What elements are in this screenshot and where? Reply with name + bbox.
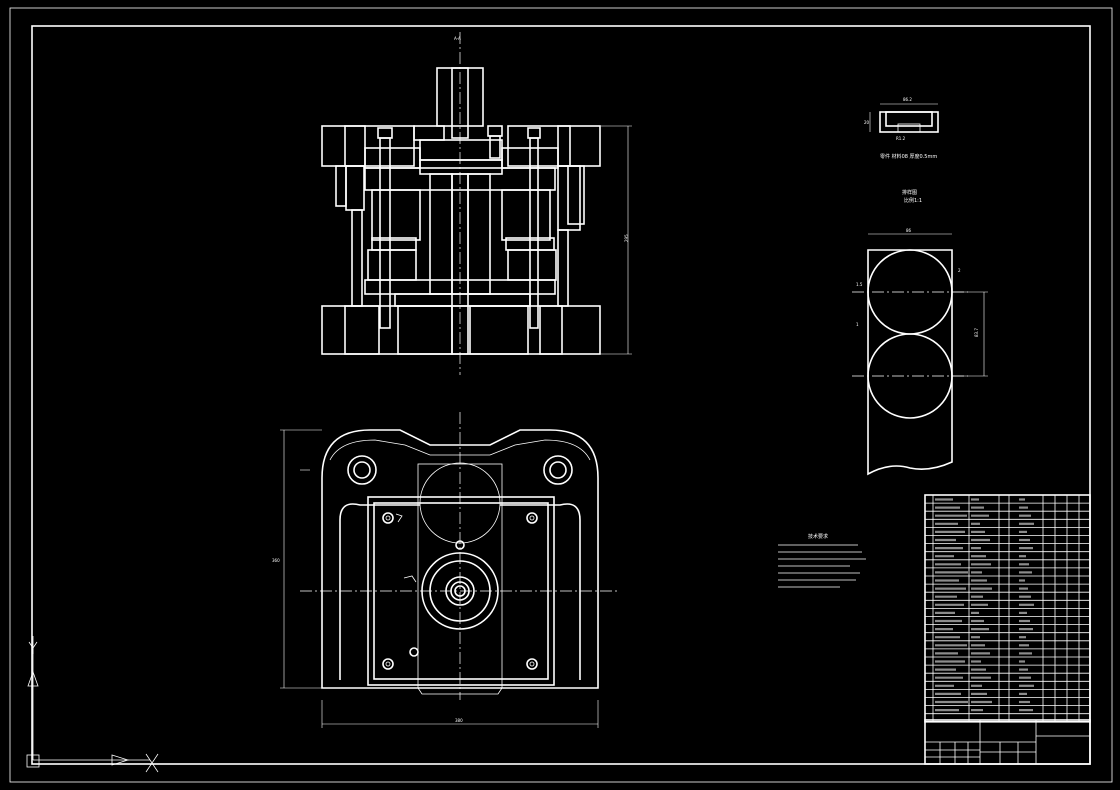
- dim-strip-pitch: 83.7: [974, 328, 979, 337]
- svg-text:86.2: 86.2: [903, 97, 912, 102]
- svg-text:A-A: A-A: [454, 36, 461, 41]
- technical-notes: 技术要求: [778, 533, 866, 588]
- svg-text:20: 20: [864, 120, 870, 125]
- svg-text:R1.2: R1.2: [896, 136, 906, 141]
- dim-strip-width: 86: [906, 228, 912, 233]
- dim-top-total-height: 295: [624, 234, 629, 242]
- ucs-axis-icon: [26, 636, 159, 773]
- svg-text:排样图: 排样图: [902, 189, 917, 196]
- svg-text:1: 1: [856, 322, 859, 327]
- svg-text:零件 材料08 厚度0.5mm: 零件 材料08 厚度0.5mm: [880, 153, 937, 160]
- plan-view: 360 380: [272, 412, 620, 728]
- svg-text:比例1:1: 比例1:1: [904, 197, 922, 204]
- dim-plan-total-height: 360: [272, 558, 280, 563]
- strip-layout-view: 排样图 比例1:1 86 83.7 2 1.5 1: [852, 189, 988, 476]
- dim-plan-total-width: 380: [455, 718, 463, 723]
- svg-text:2: 2: [958, 268, 961, 273]
- inner-drawing-frame: [31, 25, 1091, 765]
- outer-sheet-border: [9, 7, 1113, 783]
- part-detail-view: 86.2 20 R1.2 零件 材料08 厚度0.5mm: [864, 97, 939, 160]
- title-block: [924, 719, 1091, 765]
- svg-text:技术要求: 技术要求: [808, 533, 828, 540]
- front-section-view: A-A: [321, 32, 632, 375]
- svg-text:1.5: 1.5: [856, 282, 863, 287]
- parts-list-table: [924, 494, 1091, 723]
